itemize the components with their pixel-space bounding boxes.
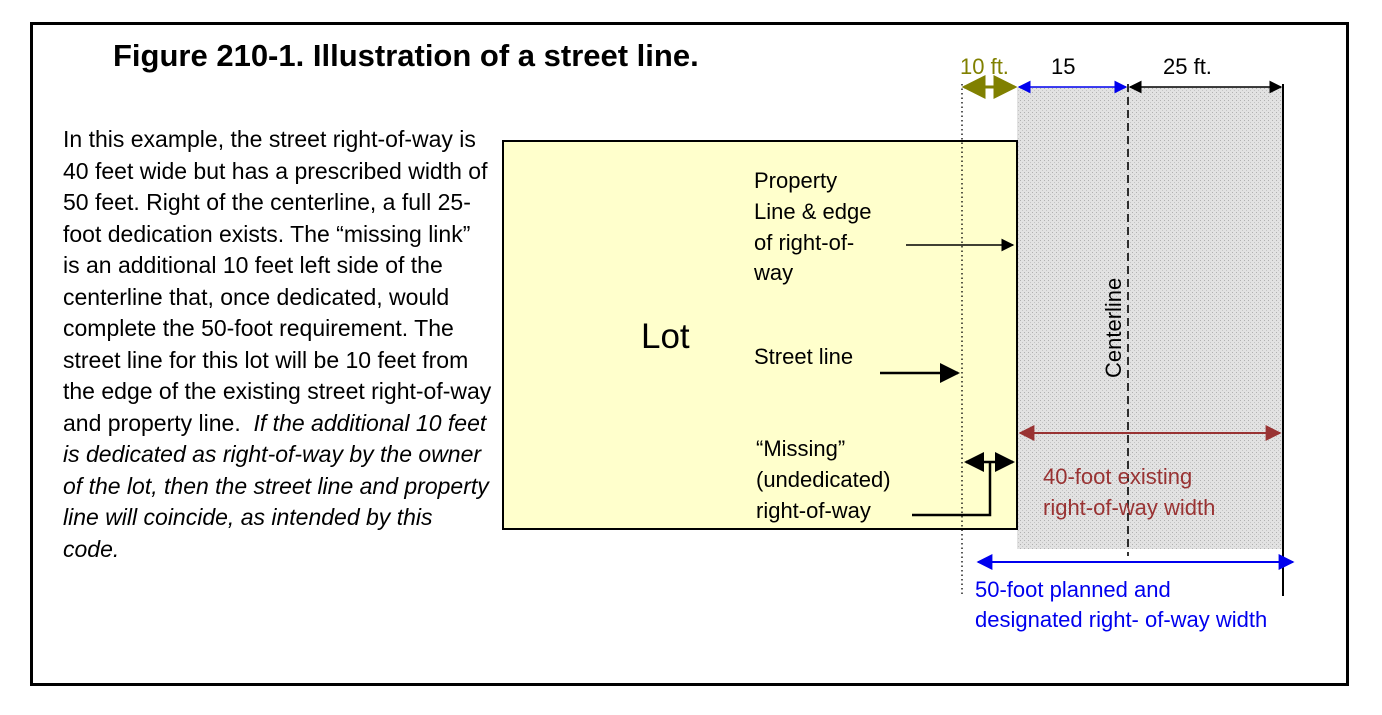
- description-text: In this example, the street right-of-way…: [63, 124, 493, 565]
- missing-label-line: (undedicated): [756, 467, 891, 492]
- property-line-label-line: Line & edge: [754, 199, 871, 224]
- existing-right-of-way-area: [1017, 87, 1283, 549]
- figure-title: Figure 210-1. Illustration of a street l…: [113, 38, 699, 73]
- right-existing-label: 25 ft.: [1163, 54, 1212, 79]
- planned-width-label: 50-foot planned and designated right- of…: [975, 577, 1267, 632]
- description-italic: If the additional 10 feet is dedicated a…: [63, 409, 489, 562]
- missing-right-of-way-label: “Missing” (undedicated) right-of-way: [756, 436, 897, 523]
- missing-label-line: “Missing”: [756, 436, 845, 461]
- planned-width-label-line: 50-foot planned and: [975, 577, 1171, 602]
- street-line-label: Street line: [754, 344, 853, 369]
- property-line-label: Property Line & edge of right-of- way: [753, 168, 878, 285]
- existing-width-label-line: right-of-way width: [1043, 495, 1215, 520]
- description-normal: In this example, the street right-of-way…: [63, 126, 492, 436]
- missing-width-label: 10 ft.: [960, 54, 1009, 79]
- missing-label-line: right-of-way: [756, 498, 871, 523]
- existing-width-label: 40-foot existing right-of-way width: [1043, 464, 1215, 520]
- lot-label: Lot: [641, 317, 690, 356]
- lot-rectangle: [502, 140, 1018, 530]
- property-line-label-line: Property: [754, 168, 837, 193]
- property-line-label-line: of right-of-: [754, 230, 854, 255]
- existing-width-label-line: 40-foot existing: [1043, 464, 1192, 489]
- property-line-label-line: way: [753, 260, 793, 285]
- planned-width-label-line: designated right- of-way width: [975, 607, 1267, 632]
- left-existing-label: 15: [1051, 54, 1075, 79]
- missing-bracket-leader: [912, 462, 992, 517]
- centerline-label: Centerline: [1101, 278, 1126, 378]
